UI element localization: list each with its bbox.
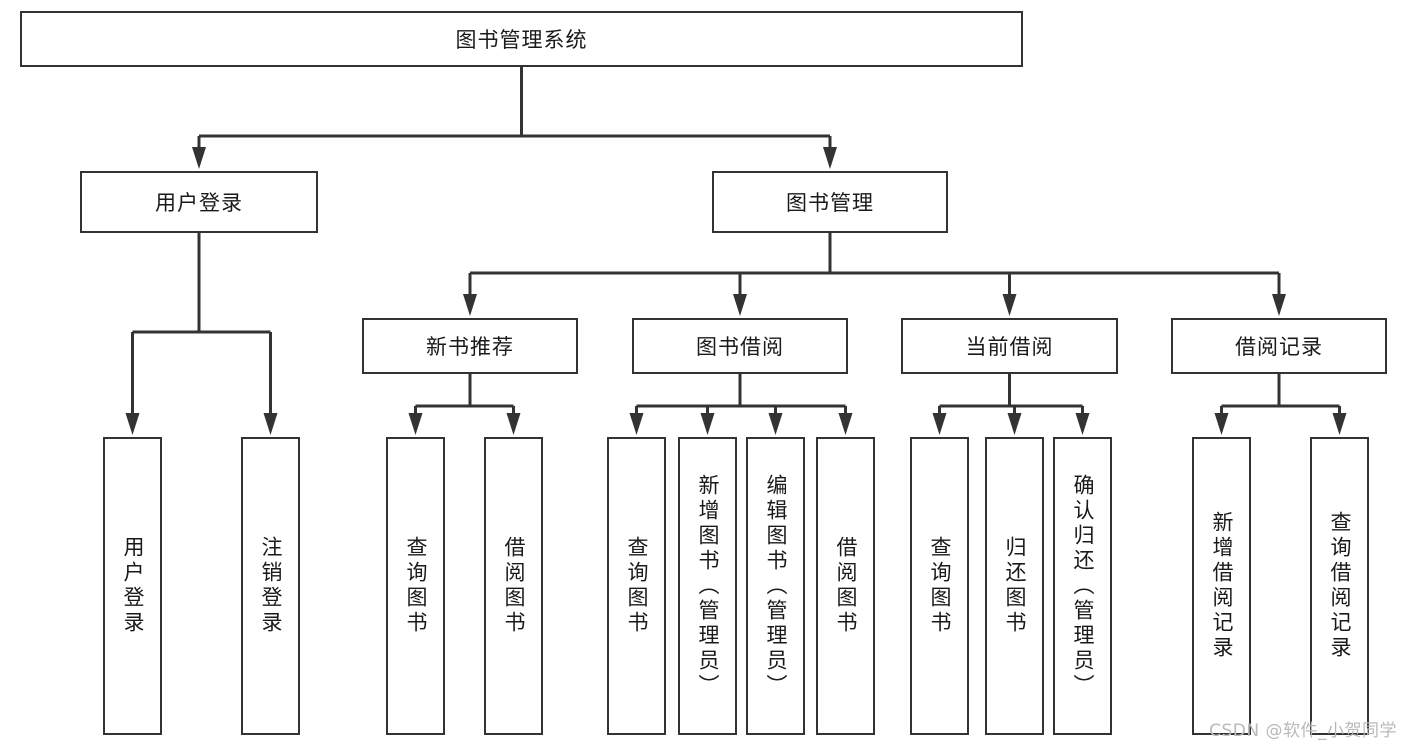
arrow-head xyxy=(1332,413,1347,435)
arrow-head xyxy=(408,413,423,435)
node-label: 查询图书 xyxy=(928,536,952,636)
arrow-head xyxy=(1002,294,1017,316)
node-leaf-add-book[interactable]: 新增图书（管理员） xyxy=(678,437,737,735)
node-label: 归还图书 xyxy=(1003,536,1027,636)
node-leaf-query-book-3[interactable]: 查询图书 xyxy=(910,437,969,735)
node-root[interactable]: 图书管理系统 xyxy=(20,11,1023,67)
node-leaf-user-login[interactable]: 用户登录 xyxy=(103,437,162,735)
node-leaf-add-record[interactable]: 新增借阅记录 xyxy=(1192,437,1251,735)
arrow-head xyxy=(823,147,837,169)
node-current-borrow[interactable]: 当前借阅 xyxy=(901,318,1118,374)
node-user-login[interactable]: 用户登录 xyxy=(80,171,318,233)
arrow-head xyxy=(125,413,140,435)
node-label: 注销登录 xyxy=(259,536,283,636)
arrow-head xyxy=(1007,413,1022,435)
arrow-head xyxy=(700,413,715,435)
node-leaf-logout[interactable]: 注销登录 xyxy=(241,437,300,735)
arrow-head xyxy=(629,413,644,435)
node-borrow-record[interactable]: 借阅记录 xyxy=(1171,318,1387,374)
node-label: 借阅记录 xyxy=(1235,335,1323,359)
arrow-head xyxy=(1272,294,1286,316)
node-label: 新增借阅记录 xyxy=(1210,511,1234,661)
node-label: 查询图书 xyxy=(404,536,428,636)
arrow-head xyxy=(192,147,206,169)
node-leaf-borrow-book-1[interactable]: 借阅图书 xyxy=(484,437,543,735)
node-label: 图书管理系统 xyxy=(455,28,588,52)
node-leaf-edit-book[interactable]: 编辑图书（管理员） xyxy=(746,437,805,735)
node-label: 用户登录 xyxy=(155,191,243,215)
node-leaf-borrow-book-2[interactable]: 借阅图书 xyxy=(816,437,875,735)
node-label: 查询图书 xyxy=(625,536,649,636)
node-label: 新增图书（管理员） xyxy=(696,473,720,699)
node-label: 当前借阅 xyxy=(965,335,1054,359)
arrow-head xyxy=(838,413,853,435)
node-label: 查询借阅记录 xyxy=(1328,511,1352,661)
node-label: 确认归还（管理员） xyxy=(1071,473,1095,699)
arrow-head xyxy=(932,413,947,435)
node-book-borrow[interactable]: 图书借阅 xyxy=(632,318,848,374)
node-label: 用户登录 xyxy=(121,536,145,636)
node-leaf-return-book[interactable]: 归还图书 xyxy=(985,437,1044,735)
node-leaf-confirm-return[interactable]: 确认归还（管理员） xyxy=(1053,437,1112,735)
arrow-head xyxy=(263,413,278,435)
node-leaf-query-book-2[interactable]: 查询图书 xyxy=(607,437,666,735)
node-label: 编辑图书（管理员） xyxy=(764,473,788,699)
node-leaf-query-record[interactable]: 查询借阅记录 xyxy=(1310,437,1369,735)
node-label: 借阅图书 xyxy=(502,536,526,636)
node-label: 新书推荐 xyxy=(426,335,514,359)
arrow-head xyxy=(1214,413,1229,435)
node-book-manage[interactable]: 图书管理 xyxy=(712,171,948,233)
node-leaf-query-book-1[interactable]: 查询图书 xyxy=(386,437,445,735)
node-label: 图书管理 xyxy=(786,191,874,215)
node-label: 借阅图书 xyxy=(834,536,858,636)
arrow-head xyxy=(733,294,747,316)
arrow-head xyxy=(1075,413,1090,435)
node-label: 图书借阅 xyxy=(696,335,784,359)
arrow-head xyxy=(506,413,521,435)
arrow-head xyxy=(463,294,477,316)
node-new-book-recommend[interactable]: 新书推荐 xyxy=(362,318,578,374)
arrow-head xyxy=(768,413,783,435)
